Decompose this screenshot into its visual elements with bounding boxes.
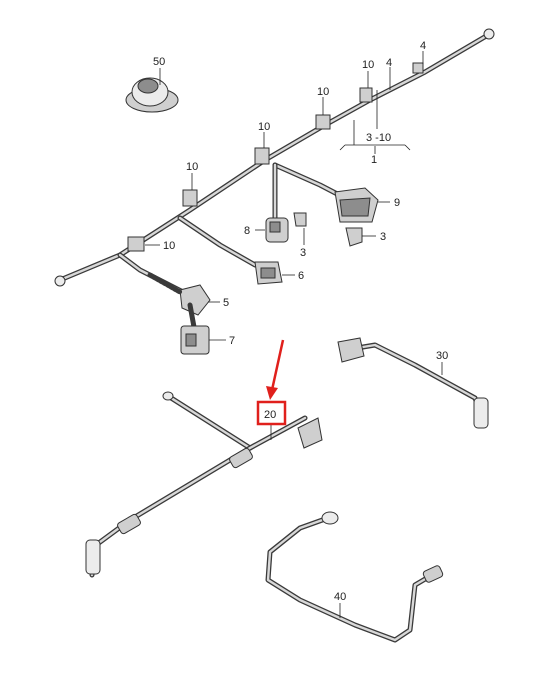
label-10: 10	[317, 86, 329, 98]
part-labels: 50 10 4 4 10 10 3 -10 1 10 9 8 3 3 10 6 …	[153, 40, 448, 603]
cable-clip-icon	[315, 114, 331, 130]
label-3: 3	[380, 231, 386, 243]
cable-clip-icon	[182, 189, 198, 207]
label-4: 4	[386, 57, 392, 69]
ring-terminal-icon	[321, 511, 339, 525]
connector-part-6	[254, 261, 283, 285]
cable-clip-icon	[127, 236, 145, 252]
highlight-box	[256, 400, 287, 426]
cable-harness-part-20	[85, 391, 323, 578]
ring-terminal-icon	[54, 275, 66, 287]
connector-boot-part-5	[147, 272, 211, 316]
highlight-annotation	[256, 339, 287, 426]
sensor-part-8	[265, 217, 289, 243]
label-9: 9	[394, 197, 400, 209]
label-30: 30	[436, 350, 448, 362]
label-40: 40	[334, 591, 346, 603]
label-20: 20	[264, 409, 276, 421]
grommet-part-50	[125, 77, 179, 113]
cable-clip-icon	[359, 87, 373, 103]
label-10: 10	[186, 161, 198, 173]
label-10: 10	[362, 59, 374, 71]
label-50: 50	[153, 56, 165, 68]
label-3: 3	[300, 247, 306, 259]
label-4: 4	[420, 40, 426, 52]
cable-clip-icon	[412, 62, 424, 74]
label-8: 8	[244, 225, 250, 237]
leader-lines	[145, 51, 443, 618]
cable-clip-icon	[254, 147, 270, 165]
ring-terminal-icon	[483, 28, 495, 40]
main-wiring-harness	[54, 28, 495, 296]
connector-part-9	[334, 187, 379, 223]
battery-cable-part-30	[337, 337, 489, 429]
arrow-down-icon	[266, 386, 278, 400]
label-3-10: 3 -10	[366, 132, 391, 144]
harness-clips	[127, 62, 424, 252]
ring-terminal-icon	[162, 391, 174, 401]
label-10: 10	[163, 240, 175, 252]
connector-part-7	[180, 302, 210, 355]
label-5: 5	[223, 297, 229, 309]
label-6: 6	[298, 270, 304, 282]
battery-cable-part-40	[265, 511, 444, 643]
label-1: 1	[371, 154, 377, 166]
label-10: 10	[258, 121, 270, 133]
label-7: 7	[229, 335, 235, 347]
bracket-part-3	[293, 212, 363, 247]
